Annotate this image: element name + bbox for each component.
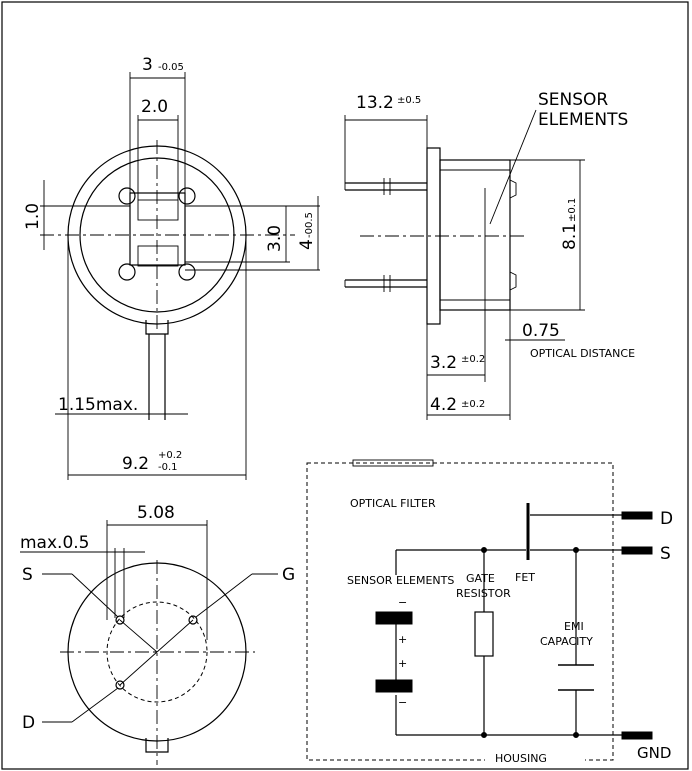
schematic: OPTICAL FILTER FET SENSOR ELEMENTS − + +… xyxy=(306,459,673,765)
sensor-element-lower xyxy=(375,679,413,693)
dim-8-1-tol: ±0.1 xyxy=(567,198,578,222)
dim-9-2-tol-minus: -0.1 xyxy=(158,462,178,473)
fet-label: FET xyxy=(515,571,535,584)
sensor-plus-2: + xyxy=(398,657,407,670)
gate-label-1: GATE xyxy=(466,572,495,585)
side-view: 13.2 ±0.5 SENSOR ELEMENTS 8.1 ±0.1 0.75 … xyxy=(344,90,635,420)
top-element-lower xyxy=(137,245,179,267)
bottom-pin-g xyxy=(188,615,198,625)
dim-13-2-label: 13.2 xyxy=(356,93,394,113)
pin-d-label: D xyxy=(660,509,673,529)
dim-3-2-tol: ±0.2 xyxy=(461,354,485,365)
dim-4-label: 4 xyxy=(297,239,317,250)
dim-3-2-label: 3.2 xyxy=(430,353,457,373)
top-hole-4 xyxy=(178,263,196,281)
top-view: 3 -0.05 2.0 1.0 3.0 4 -00.5 1.15max. 9.2… xyxy=(23,55,320,480)
side-cap xyxy=(439,159,511,311)
dim-2-label: 2.0 xyxy=(141,97,168,117)
dim-8-1-label: 8.1 xyxy=(560,223,580,250)
dim-0-75-label: 0.75 xyxy=(522,321,560,341)
housing-label: HOUSING xyxy=(495,752,547,765)
bottom-inner-dashed xyxy=(106,601,208,703)
bottom-pin-s xyxy=(115,615,125,625)
sensor-plus-1: + xyxy=(398,633,407,646)
optical-distance-label: OPTICAL DISTANCE xyxy=(530,347,635,360)
top-tab xyxy=(145,320,169,335)
dim-3-0-label: 3.0 xyxy=(265,225,285,252)
dim-3-tol: -0.05 xyxy=(158,62,184,73)
optical-filter-label: OPTICAL FILTER xyxy=(350,497,436,510)
dim-3-label: 3 xyxy=(142,55,153,75)
sensor-minus-2: − xyxy=(398,696,407,709)
dim-13-2-tol: ±0.5 xyxy=(397,95,421,106)
bottom-pin-d-label: D xyxy=(22,713,35,733)
top-window xyxy=(129,192,186,266)
dim-1-15-label: 1.15max. xyxy=(58,395,138,415)
dim-9-2-label: 9.2 xyxy=(122,454,149,474)
sensor-minus-1: − xyxy=(398,596,407,609)
sensor-element-upper xyxy=(375,611,413,625)
dim-4-tol: -00.5 xyxy=(304,212,315,238)
sensor-elements-line1: SENSOR xyxy=(538,90,608,110)
top-hole-2 xyxy=(178,187,196,205)
housing-box xyxy=(306,462,614,761)
gate-label-2: RESISTOR xyxy=(456,587,511,600)
top-hole-3 xyxy=(118,263,136,281)
bottom-tab xyxy=(145,738,169,753)
emi-label-1: EMI xyxy=(564,620,584,633)
pin-s-terminal xyxy=(621,546,653,555)
pin-gnd-label: GND xyxy=(637,744,671,762)
bottom-pin-d xyxy=(115,680,125,690)
bottom-pin-g-label: G xyxy=(282,565,295,585)
sensor-elements-line2: ELEMENTS xyxy=(538,110,628,130)
dim-5-08-label: 5.08 xyxy=(137,503,175,523)
pin-d-terminal xyxy=(621,511,653,520)
bottom-view: 5.08 max.0.5 S G D xyxy=(20,503,295,765)
top-hole-1 xyxy=(118,187,136,205)
top-element-upper xyxy=(137,199,179,221)
dim-4-2-tol: ±0.2 xyxy=(461,399,485,410)
pin-s-label: S xyxy=(660,544,671,564)
optical-filter-symbol xyxy=(352,459,434,467)
dim-9-2-tol-plus: +0.2 xyxy=(158,450,182,461)
gate-resistor-symbol xyxy=(474,611,494,657)
dim-4-2-label: 4.2 xyxy=(430,395,457,415)
dim-1-label: 1.0 xyxy=(23,203,43,230)
pin-gnd-terminal xyxy=(621,731,653,740)
bottom-pin-s-label: S xyxy=(22,565,33,585)
dim-max-label: max.0.5 xyxy=(20,533,89,553)
emi-label-2: CAPACITY xyxy=(540,635,593,648)
sensor-elements-label: SENSOR ELEMENTS xyxy=(347,574,454,587)
